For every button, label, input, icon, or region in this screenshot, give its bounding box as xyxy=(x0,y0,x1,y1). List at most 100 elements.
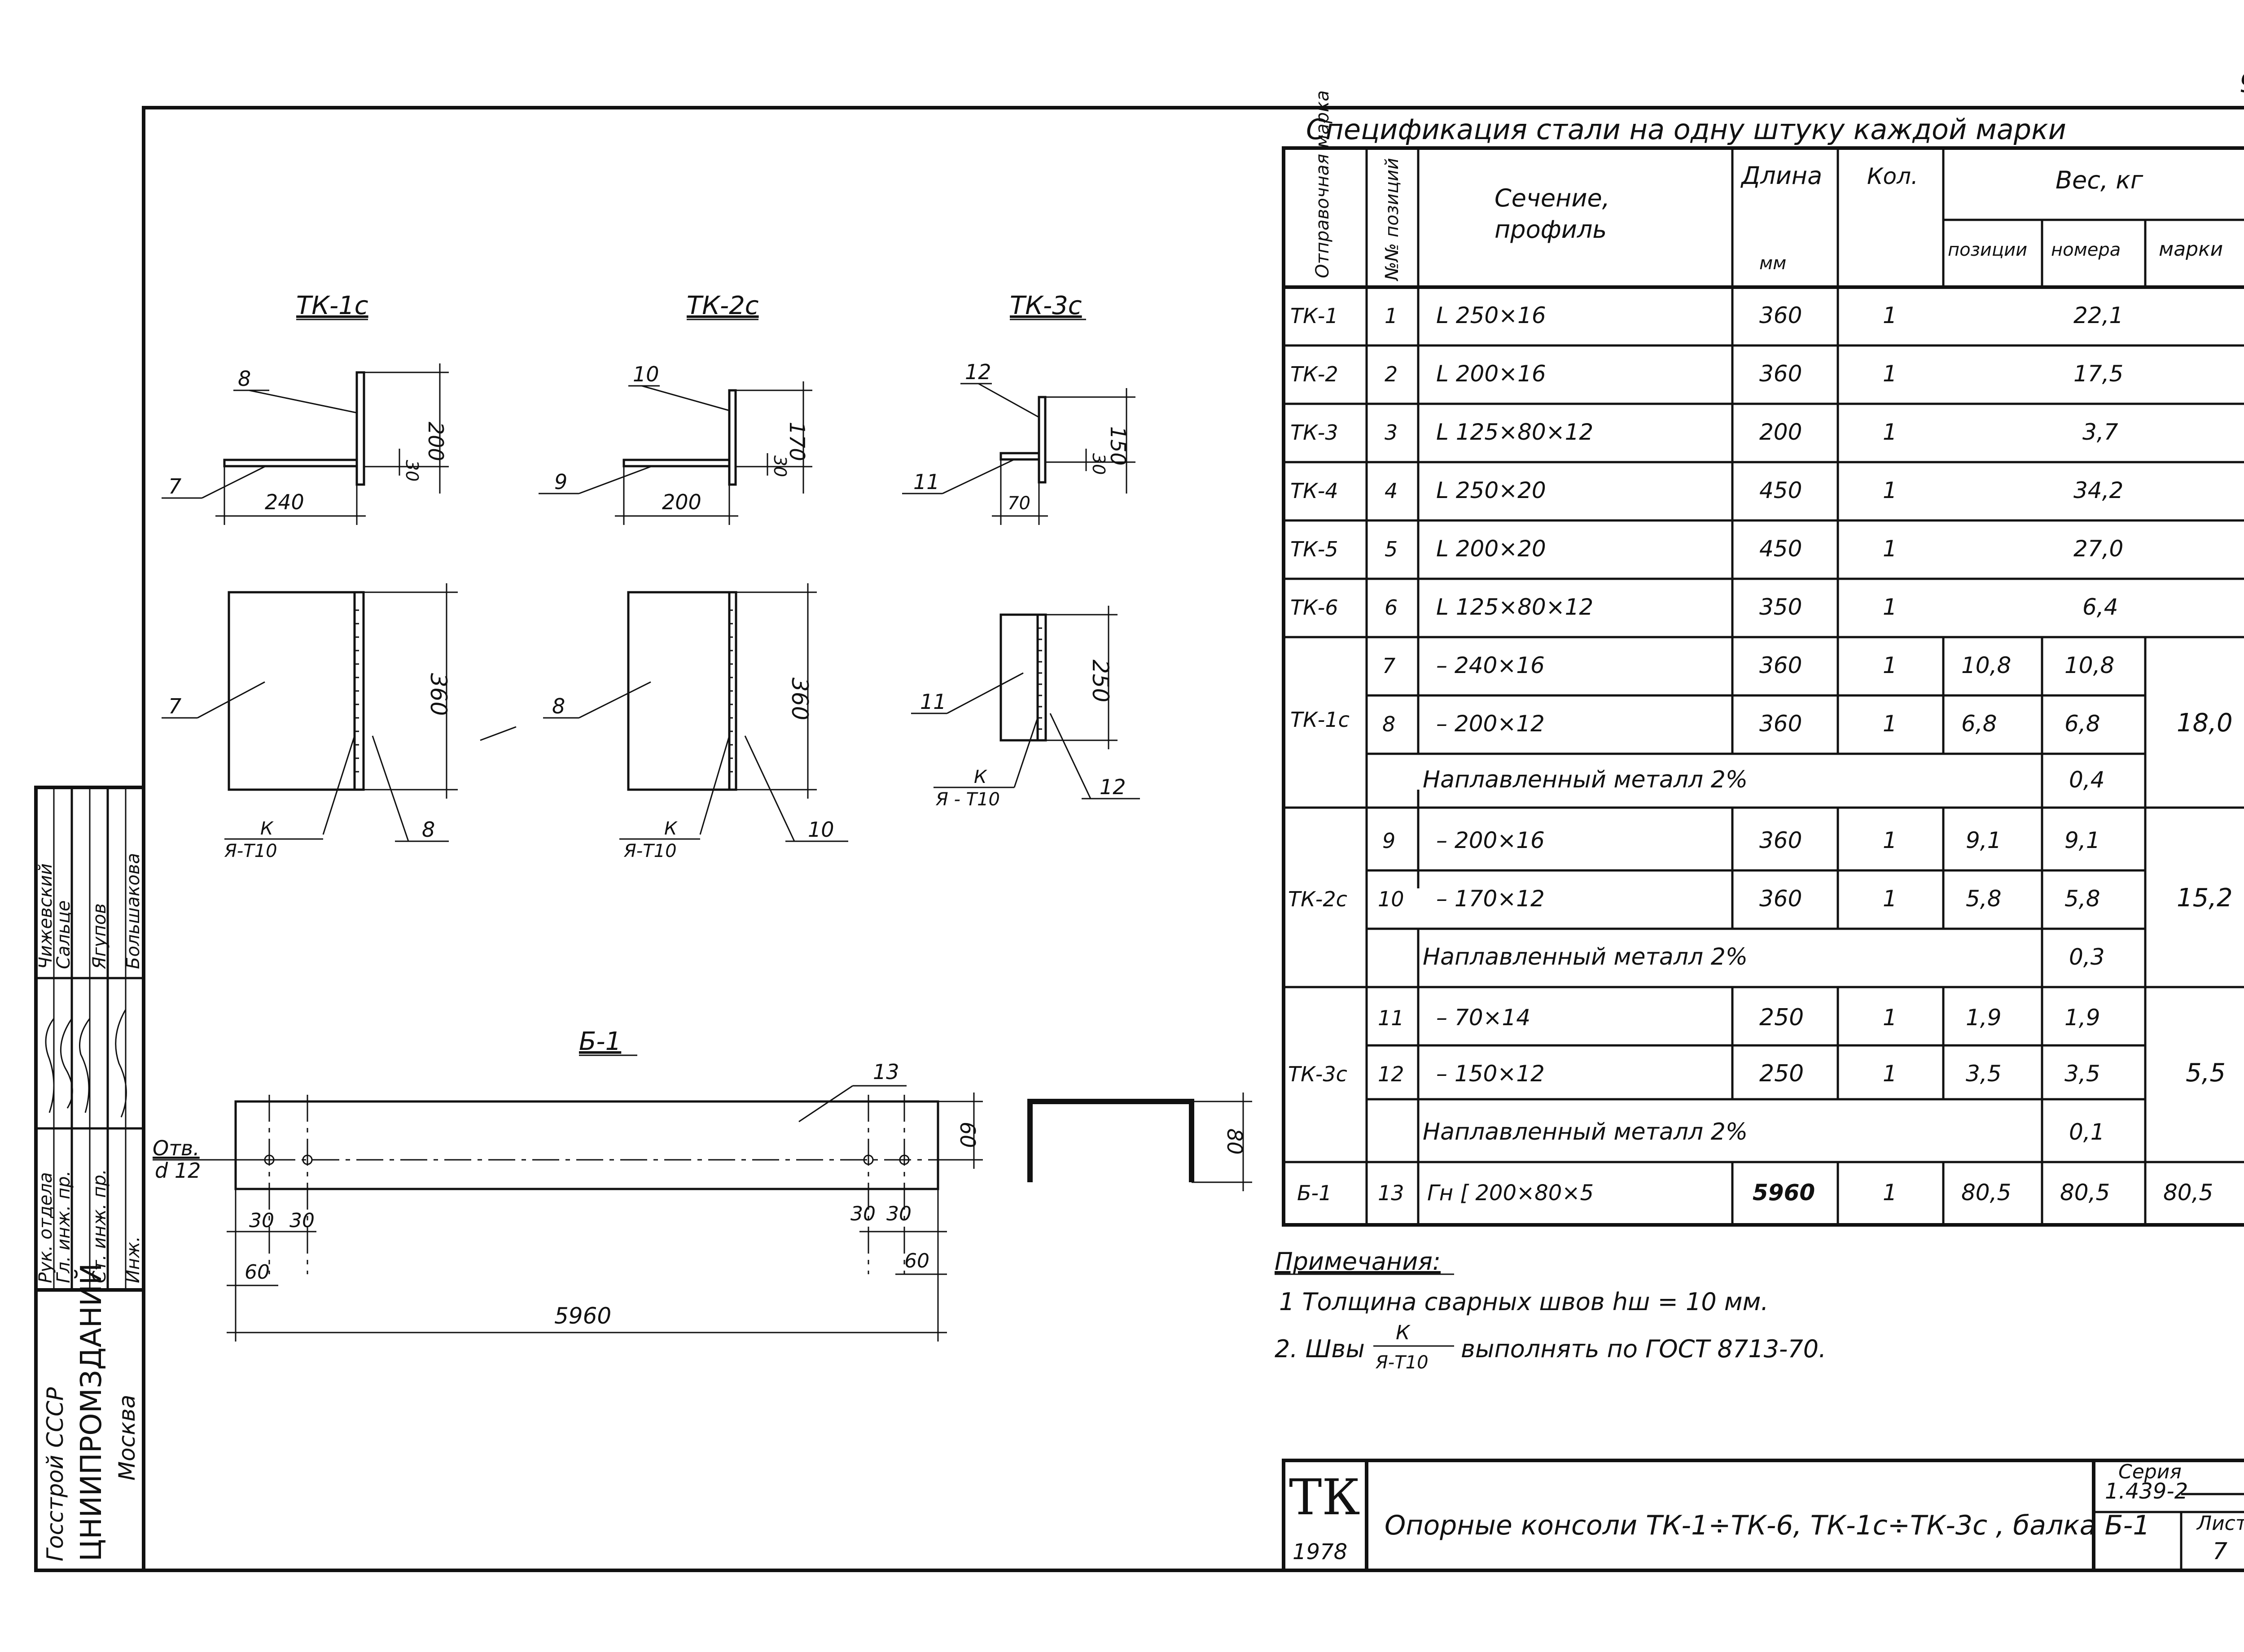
svg-text:250: 250 xyxy=(1759,1060,1804,1087)
svg-text:30: 30 xyxy=(289,1209,315,1232)
spec-row-b1: Б-1 13 Гн [ 200×80×5 5960 1 80,5 80,5 80… xyxy=(1297,1180,2213,1206)
stamp-title: Опорные консоли ТК-1÷ТК-6, ТК-1с÷ТК-3с ,… xyxy=(1385,1510,2150,1541)
svg-text:К: К xyxy=(974,767,987,787)
svg-text:11: 11 xyxy=(1378,1006,1404,1030)
svg-text:360: 360 xyxy=(1759,711,1802,737)
svg-text:10: 10 xyxy=(633,362,659,386)
svg-text:250: 250 xyxy=(1087,660,1113,702)
view-tk2c-title: ТК-2с xyxy=(687,291,759,320)
svg-text:8: 8 xyxy=(1382,712,1395,736)
header-pos-no: №№ позиций xyxy=(1382,158,1402,281)
table-row: ТК-5 5 L 200×20 450 1 27,0 xyxy=(1290,536,2123,562)
view-tk1c: ТК-1с 8 7 200 30 240 360 7 xyxy=(162,291,458,861)
svg-text:60: 60 xyxy=(955,1122,980,1148)
svg-text:3,5: 3,5 xyxy=(2064,1061,2100,1087)
svg-text:5,5: 5,5 xyxy=(2186,1058,2226,1088)
side-role-3: Ст. инж. пр. xyxy=(89,1169,110,1283)
svg-text:0,1: 0,1 xyxy=(2069,1119,2105,1145)
svg-text:80,5: 80,5 xyxy=(1961,1180,2011,1206)
view-b1-title: Б-1 xyxy=(579,1027,621,1056)
svg-text:70: 70 xyxy=(1008,493,1030,514)
stamp-mark: ТК xyxy=(1289,1468,1360,1526)
svg-text:450: 450 xyxy=(1759,477,1802,503)
svg-text:0,4: 0,4 xyxy=(2069,767,2105,793)
svg-text:1: 1 xyxy=(1883,886,1897,912)
svg-text:5,8: 5,8 xyxy=(1966,886,2002,912)
channel-section xyxy=(1027,1099,1194,1182)
table-row: ТК-1 1 L 250×16 360 1 22,1 xyxy=(1290,302,2123,328)
svg-text:Наплавленный металл 2%: Наплавленный металл 2% xyxy=(1423,1119,1748,1145)
svg-text:3: 3 xyxy=(1385,420,1398,445)
svg-text:L 125×80×12: L 125×80×12 xyxy=(1436,594,1593,620)
svg-text:3,7: 3,7 xyxy=(2082,419,2118,445)
side-stamp: Госстрой СССР ЦНИИПРОМЗДАНИЙ Москва Рук.… xyxy=(34,786,145,1572)
svg-text:360: 360 xyxy=(1759,361,1802,387)
notes-title: Примечания: xyxy=(1275,1247,1441,1276)
svg-text:30: 30 xyxy=(770,455,790,477)
svg-text:13: 13 xyxy=(873,1060,899,1084)
svg-text:360: 360 xyxy=(787,677,813,720)
svg-text:200: 200 xyxy=(1759,419,1802,445)
svg-text:Наплавленный металл 2%: Наплавленный металл 2% xyxy=(1423,944,1748,970)
svg-text:1: 1 xyxy=(1883,711,1897,737)
svg-text:27,0: 27,0 xyxy=(2073,536,2123,562)
note-1: 1 Толщина сварных швов hш = 10 мм. xyxy=(1279,1288,1769,1316)
spec-group-tk1c: ТК-1с 7 – 240×16 360 1 10,8 10,8 8 – 200… xyxy=(1290,652,2233,793)
stamp-year: 1978 xyxy=(1293,1539,1347,1565)
svg-text:1: 1 xyxy=(1385,304,1398,328)
svg-text:5,8: 5,8 xyxy=(2064,886,2100,912)
svg-text:30: 30 xyxy=(402,460,422,481)
stamp-sheet-label: Лист xyxy=(2196,1512,2244,1535)
svg-text:5: 5 xyxy=(1385,537,1398,561)
svg-text:6,8: 6,8 xyxy=(2064,711,2100,737)
svg-text:60: 60 xyxy=(904,1250,929,1272)
svg-text:6: 6 xyxy=(1385,595,1398,620)
note-2-suffix: выполнять по ГОСТ 8713-70. xyxy=(1461,1335,1826,1363)
svg-text:4: 4 xyxy=(1385,479,1398,503)
svg-text:ТК-2: ТК-2 xyxy=(1290,362,1338,386)
header-section-profile: профиль xyxy=(1495,215,1607,244)
svg-text:– 200×12: – 200×12 xyxy=(1436,711,1545,737)
side-name-4: Большакова xyxy=(123,853,144,969)
svg-text:13: 13 xyxy=(1378,1181,1404,1205)
stamp-sheet: 7 xyxy=(2213,1538,2227,1565)
svg-text:0,3: 0,3 xyxy=(2069,944,2105,970)
view-tk1c-title: ТК-1с xyxy=(296,291,368,320)
svg-text:– 70×14: – 70×14 xyxy=(1436,1005,1530,1031)
hole-dia: d 12 xyxy=(155,1158,201,1183)
note-2-prefix: 2. Швы xyxy=(1275,1335,1365,1363)
svg-text:– 150×12: – 150×12 xyxy=(1436,1061,1545,1087)
spec-group-tk3c: ТК-3с 11 – 70×14 250 1 1,9 1,9 12 – 150×… xyxy=(1288,1004,2226,1145)
svg-text:34,2: 34,2 xyxy=(2073,477,2123,503)
svg-text:L 200×20: L 200×20 xyxy=(1436,536,1546,562)
page-number: 9 xyxy=(2240,67,2244,99)
svg-text:Я - Т10: Я - Т10 xyxy=(935,789,1000,810)
svg-text:360: 360 xyxy=(1759,827,1802,853)
svg-text:1: 1 xyxy=(1883,1180,1897,1206)
svg-text:Я-Т10: Я-Т10 xyxy=(623,841,677,861)
table-row: ТК-2 2 L 200×16 360 1 17,5 xyxy=(1290,361,2123,387)
view-tk3c-title: ТК-3с xyxy=(1010,291,1082,320)
spec-table-grid xyxy=(1282,146,2244,1227)
svg-text:22,1: 22,1 xyxy=(2073,302,2123,328)
header-weight-num: номера xyxy=(2051,240,2121,260)
svg-text:11: 11 xyxy=(913,470,940,494)
svg-text:Б-1: Б-1 xyxy=(1297,1181,1332,1205)
svg-text:60: 60 xyxy=(245,1261,270,1284)
svg-text:12: 12 xyxy=(1100,775,1126,799)
header-qty: Кол. xyxy=(1867,163,1918,189)
svg-text:5960: 5960 xyxy=(554,1303,611,1329)
svg-text:200: 200 xyxy=(662,490,701,514)
svg-text:1: 1 xyxy=(1883,302,1897,328)
svg-text:9: 9 xyxy=(1382,829,1395,853)
svg-text:1: 1 xyxy=(1883,1061,1897,1087)
svg-text:ТК-2с: ТК-2с xyxy=(1288,887,1347,911)
svg-text:80: 80 xyxy=(1223,1128,1247,1155)
sheet-frame xyxy=(142,106,2244,1572)
svg-text:2: 2 xyxy=(1385,362,1398,386)
svg-text:ТК-4: ТК-4 xyxy=(1290,479,1338,503)
svg-text:5960: 5960 xyxy=(1753,1180,1815,1206)
svg-text:80,5: 80,5 xyxy=(2163,1180,2213,1206)
svg-text:150: 150 xyxy=(1106,426,1130,466)
